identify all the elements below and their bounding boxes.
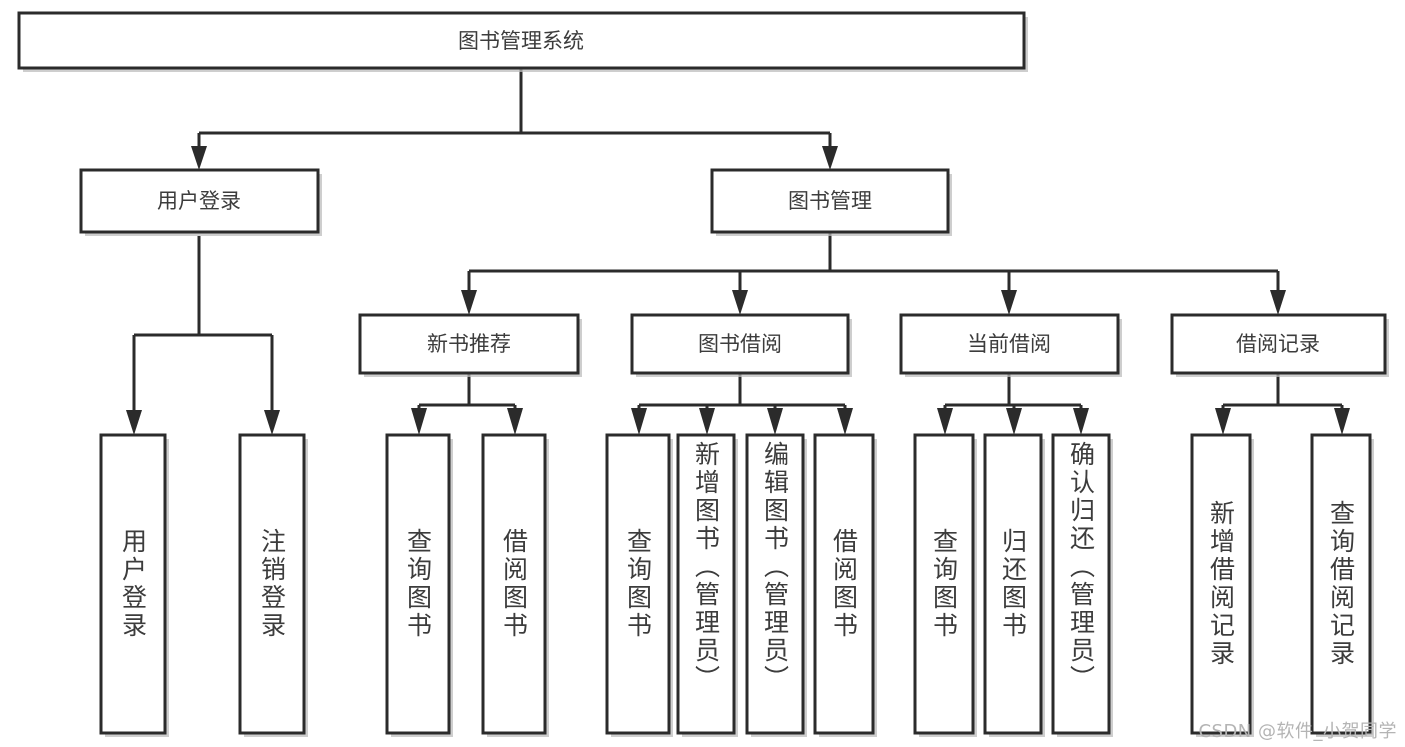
arrow-newbook-to-leaf4	[507, 408, 523, 435]
arrow-records-to-leaf12	[1215, 408, 1231, 435]
node-leaf6-box[interactable]	[676, 433, 736, 735]
arrow-login-to-leaf2	[264, 410, 280, 435]
node-layer: 图书管理系统 用户登录 图书管理 新书推荐 图书借阅 当前借阅 借阅记录	[17, 11, 1389, 737]
node-leaf13-box[interactable]	[1310, 433, 1372, 735]
node-bookmgmt-box[interactable]	[710, 168, 950, 234]
arrow-bookmgmt-to-current	[1001, 290, 1017, 315]
node-borrow-label: 图书借阅	[698, 332, 782, 356]
node-records-label: 借阅记录	[1236, 332, 1320, 356]
node-newbook-label: 新书推荐	[427, 332, 511, 356]
arrow-borrow-to-leaf8	[837, 408, 853, 435]
arrow-borrow-to-leaf7	[767, 408, 783, 435]
arrow-borrow-to-leaf6	[699, 408, 715, 435]
edge-login-bus	[132, 236, 274, 412]
edge-current-bus	[943, 373, 1083, 412]
node-leaf9-box[interactable]	[913, 433, 975, 735]
arrow-current-to-leaf11	[1073, 408, 1089, 435]
connector-layer	[126, 68, 1350, 435]
arrow-bookmgmt-to-records	[1270, 290, 1286, 315]
node-leaf3-box[interactable]	[385, 433, 451, 735]
arrow-bookmgmt-to-newbook	[461, 290, 477, 315]
node-leaf4-box[interactable]	[481, 433, 547, 735]
edge-root-bus	[197, 68, 832, 148]
node-root-label: 图书管理系统	[458, 29, 584, 53]
node-leaf11-box[interactable]	[1051, 433, 1111, 735]
node-root-box[interactable]	[17, 11, 1026, 70]
node-login-label: 用户登录	[157, 189, 241, 213]
arrow-bookmgmt-to-borrow	[732, 290, 748, 315]
node-leaf10-box[interactable]	[983, 433, 1043, 735]
node-leaf7-box[interactable]	[745, 433, 805, 735]
node-login-box[interactable]	[79, 168, 320, 234]
edge-bookmgmt-bus	[467, 232, 1280, 292]
edge-borrow-bus	[637, 373, 847, 412]
node-current-label: 当前借阅	[967, 332, 1051, 356]
arrow-root-to-login	[191, 146, 207, 170]
node-records-box[interactable]	[1170, 313, 1387, 375]
edge-records-bus	[1221, 373, 1344, 412]
arrow-newbook-to-leaf3	[411, 408, 427, 435]
node-leaf1-box[interactable]	[99, 433, 167, 735]
arrow-login-to-leaf1	[126, 410, 142, 435]
node-bookmgmt-label: 图书管理	[788, 189, 872, 213]
arrow-borrow-to-leaf5	[631, 408, 647, 435]
node-leaf8-box[interactable]	[813, 433, 875, 735]
arrow-records-to-leaf13	[1334, 408, 1350, 435]
arrow-current-to-leaf9	[937, 408, 953, 435]
node-leaf12-box[interactable]	[1190, 433, 1252, 735]
node-newbook-box[interactable]	[358, 313, 580, 375]
node-leaf5-box[interactable]	[605, 433, 671, 735]
node-current-box[interactable]	[899, 313, 1120, 375]
watermark-text: CSDN @软件_小贺同学	[1198, 721, 1397, 742]
arrow-root-to-bookmgmt	[822, 146, 838, 170]
node-borrow-box[interactable]	[630, 313, 850, 375]
arrow-current-to-leaf10	[1006, 408, 1022, 435]
edge-newbook-bus	[417, 373, 517, 412]
node-leaf2-box[interactable]	[238, 433, 306, 735]
